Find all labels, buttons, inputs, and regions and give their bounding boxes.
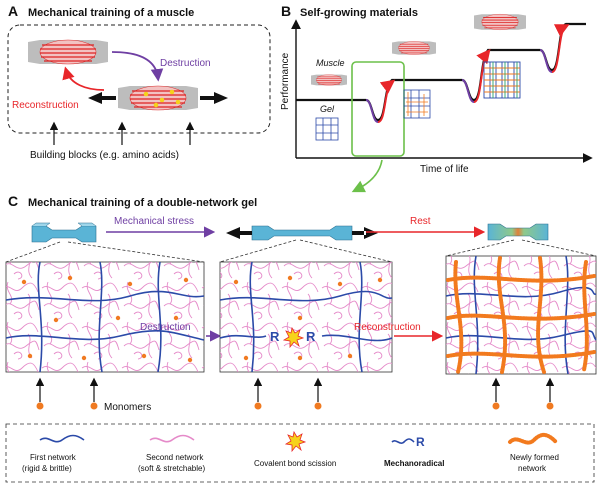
- legend-first-network-swatch: [39, 434, 85, 443]
- x-axis-label: Time of life: [420, 164, 469, 175]
- panel-c-letter: C: [8, 193, 18, 209]
- scission-star: [282, 326, 305, 349]
- panel-a-title: Mechanical training of a muscle: [28, 7, 194, 19]
- muscle-icon-3: [473, 13, 527, 31]
- performance-curve: [296, 22, 586, 122]
- muscle-label-b: Muscle: [316, 58, 345, 68]
- monomer-arrows-2: [253, 377, 323, 410]
- legend-first-network-2: (rigid & brittle): [22, 464, 72, 473]
- legend-second-network-swatch: [149, 434, 195, 443]
- monomer-arrows-3: [491, 377, 555, 410]
- legend-first-network-1: First network: [30, 453, 77, 462]
- network-box-reconstructed: [445, 255, 597, 375]
- legend-scission: Covalent bond scission: [254, 459, 336, 468]
- gel-grid-3: [483, 61, 521, 99]
- panel-a-letter: A: [8, 3, 18, 19]
- monomers-label: Monomers: [104, 402, 151, 413]
- legend-second-network-1: Second network: [146, 453, 204, 462]
- building-blocks-label: Building blocks (e.g. amino acids): [30, 150, 179, 161]
- monomer-arrows-1: [35, 377, 99, 410]
- network-box-initial: [5, 261, 205, 373]
- radical-right: R: [306, 329, 316, 344]
- y-axis-label: Performance: [280, 52, 291, 110]
- legend-radical-swatch: [391, 438, 415, 444]
- panel-b-title: Self-growing materials: [300, 7, 418, 19]
- green-connector-arrow: [351, 159, 383, 193]
- gel-label-b: Gel: [320, 104, 335, 114]
- destruction-label-a: Destruction: [160, 58, 211, 69]
- gel-sample-initial: [31, 222, 97, 243]
- legend-radical-symbol: R: [416, 435, 425, 449]
- legend-second-network-2: (soft & stretchable): [138, 464, 205, 473]
- reconstruction-label-c: Reconstruction: [354, 322, 421, 333]
- panel-c-title: Mechanical training of a double-network …: [28, 197, 257, 209]
- muscle-icon-b: [310, 74, 348, 86]
- building-block-arrows: [49, 121, 195, 145]
- gel-grid-2: [403, 89, 431, 119]
- destruction-arrow-a: [111, 51, 164, 82]
- muscle-icon-2: [391, 41, 437, 55]
- reconstruction-label-a: Reconstruction: [12, 100, 79, 111]
- rest-label: Rest: [410, 216, 431, 227]
- trained-gel-sample: [487, 223, 549, 241]
- healthy-muscle: [27, 39, 109, 65]
- legend-new-network-2: network: [518, 464, 547, 473]
- destruction-label-c: Destruction: [140, 322, 191, 333]
- legend-new-network-swatch: [508, 433, 558, 445]
- network-box-broken: R R: [219, 261, 393, 373]
- new-network-strands: [446, 256, 596, 374]
- legend: First network (rigid & brittle) Second n…: [5, 423, 595, 483]
- legend-mechanoradical: Mechanoradical: [384, 459, 444, 468]
- legend-new-network-1: Newly formed: [510, 453, 559, 462]
- damaged-muscle: [88, 85, 228, 111]
- green-highlight-box: [351, 61, 405, 157]
- panel-b-letter: B: [281, 3, 291, 19]
- reconstruction-arrow-a: [62, 66, 105, 91]
- panel-a-dashed-box: [7, 24, 271, 134]
- radical-left: R: [270, 329, 280, 344]
- zoom-lines: [5, 239, 597, 263]
- legend-scission-swatch: [284, 430, 307, 453]
- stretched-gel: [226, 225, 378, 241]
- gel-grid-1: [315, 117, 339, 141]
- mechanical-stress-label: Mechanical stress: [114, 216, 194, 227]
